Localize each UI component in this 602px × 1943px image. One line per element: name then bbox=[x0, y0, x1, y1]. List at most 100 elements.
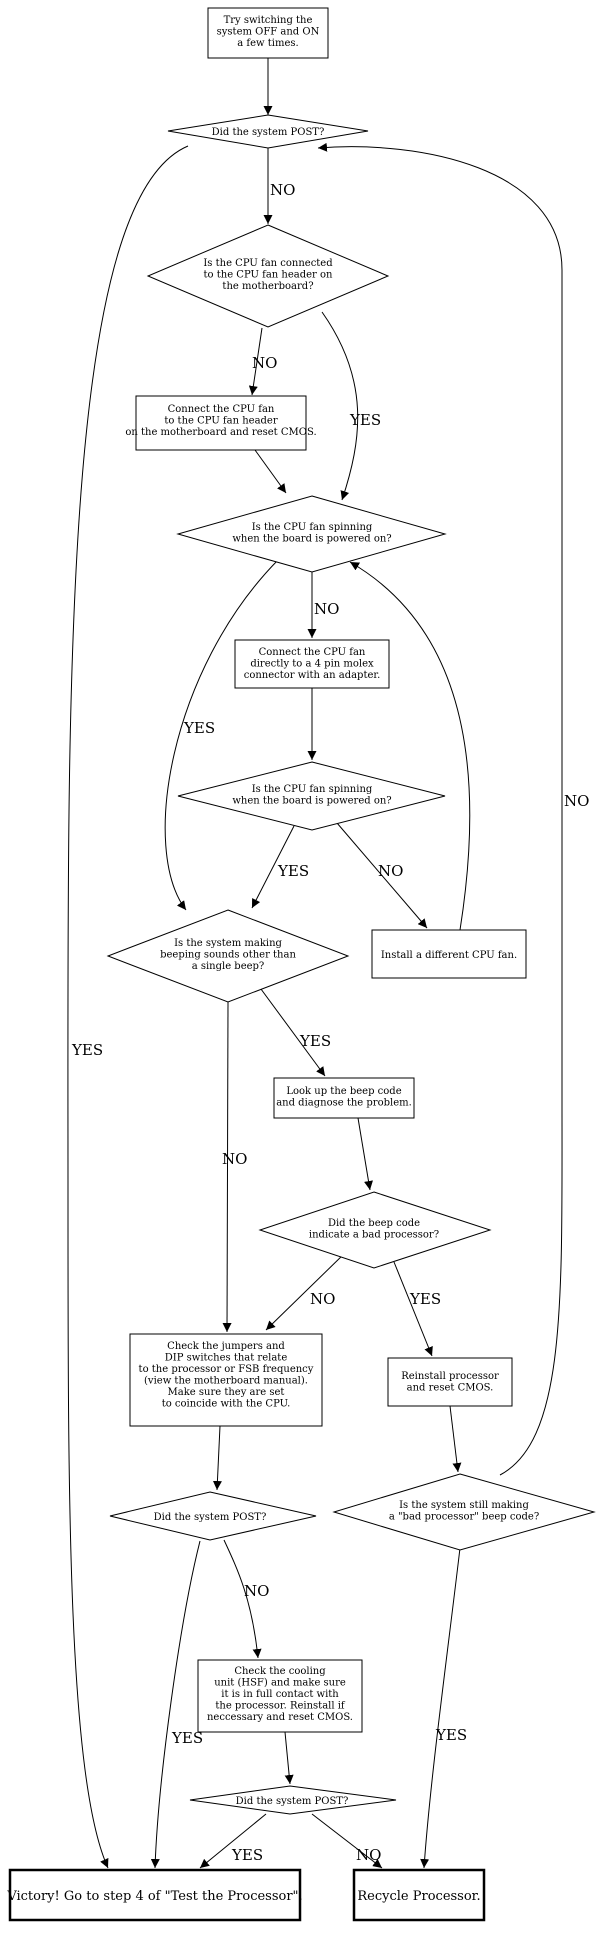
edges bbox=[67, 58, 563, 1869]
label-spin2-no: NO bbox=[378, 862, 403, 880]
node-fan-spinning-1 bbox=[176, 495, 447, 573]
label-post1-yes: YES bbox=[71, 1041, 103, 1059]
node-text-line: the motherboard? bbox=[222, 281, 313, 292]
edge-badproc-yes-to-reinstall bbox=[393, 1261, 433, 1357]
node-text-line: the processor. Reinstall if bbox=[215, 1701, 346, 1712]
label-fanconn-yes: YES bbox=[349, 411, 381, 429]
node-text-line: unit (HSF) and make sure bbox=[214, 1678, 346, 1689]
node-text-line: to the CPU fan header on bbox=[204, 270, 333, 281]
node-text-line: beeping sounds other than bbox=[160, 950, 296, 961]
node-text-line: Victory! Go to step 4 of "Test the Proce… bbox=[6, 1889, 302, 1904]
edge-fanconn-yes-to-spin1 bbox=[321, 311, 359, 501]
label-post2-no: NO bbox=[244, 1582, 269, 1600]
label-badproc-yes: YES bbox=[409, 1290, 441, 1308]
node-check-cooling bbox=[197, 1659, 363, 1733]
node-text-line: Install a different CPU fan. bbox=[381, 950, 517, 961]
label-beeping-no: NO bbox=[222, 1150, 247, 1168]
node-text-line: indicate a bad processor? bbox=[309, 1230, 439, 1241]
label-badproc-no: NO bbox=[310, 1290, 335, 1308]
edge-stillbad-no-to-post1 bbox=[317, 142, 563, 1476]
edge-lookup-to-badproc bbox=[357, 1117, 373, 1191]
edge-reinstall-to-stillbad bbox=[449, 1405, 462, 1473]
node-text-line: Try switching the bbox=[224, 15, 313, 26]
node-cpu-fan-connected bbox=[146, 224, 390, 328]
node-victory bbox=[8, 1868, 302, 1922]
node-text-line: Check the jumpers and bbox=[167, 1341, 285, 1352]
node-text-line: Connect the CPU fan bbox=[168, 404, 275, 415]
edge-badproc-no-to-jumpers bbox=[265, 1251, 347, 1331]
node-text-line: Is the system making bbox=[174, 938, 282, 949]
node-post-1 bbox=[167, 114, 369, 149]
node-text-line: connector with an adapter. bbox=[244, 670, 381, 681]
node-recycle-text: Recycle Processor. bbox=[357, 1889, 480, 1904]
label-beeping-yes: YES bbox=[299, 1032, 331, 1050]
label-stillbad-no: NO bbox=[564, 792, 589, 810]
label-stillbad-yes: YES bbox=[435, 1726, 467, 1744]
node-text-line: Is the system still making bbox=[399, 1500, 529, 1511]
label-post1-no: NO bbox=[270, 181, 295, 199]
node-text-line: to coincide with the CPU. bbox=[162, 1399, 291, 1410]
label-spin2-yes: YES bbox=[277, 862, 309, 880]
node-text-line: and diagnose the problem. bbox=[276, 1098, 412, 1109]
node-text-line: a few times. bbox=[237, 38, 298, 49]
label-fanconn-no: NO bbox=[252, 354, 277, 372]
node-fan-spinning-2 bbox=[177, 761, 446, 831]
label-spin1-no: NO bbox=[314, 600, 339, 618]
node-text-line: neccessary and reset CMOS. bbox=[207, 1712, 353, 1723]
node-reinstall-processor bbox=[387, 1357, 513, 1407]
node-post-2 bbox=[109, 1491, 317, 1541]
label-post3-yes: YES bbox=[231, 1846, 263, 1864]
label-spin1-yes: YES bbox=[183, 719, 215, 737]
node-recycle bbox=[352, 1868, 486, 1922]
edge-spin1-yes-to-beeping bbox=[164, 559, 279, 911]
node-text-line: Is the CPU fan spinning bbox=[252, 522, 373, 533]
node-install-fan-text: Install a different CPU fan. bbox=[381, 950, 517, 961]
node-connect-molex bbox=[234, 639, 390, 689]
node-lookup-beep bbox=[273, 1077, 415, 1119]
edge-beeping-no-to-jumpers bbox=[222, 1001, 232, 1333]
node-post-3-text: Did the system POST? bbox=[236, 1796, 349, 1807]
node-post-1-text: Did the system POST? bbox=[212, 127, 325, 138]
node-text-line: a "bad processor" beep code? bbox=[389, 1512, 539, 1523]
node-text-line: when the board is powered on? bbox=[232, 534, 391, 545]
edge-stillbad-yes-to-recycle bbox=[420, 1547, 461, 1869]
edge-labels: NO YES NO YES NO YES YES NO YES NO NO YE… bbox=[71, 181, 589, 1864]
edge-fanconn-no-to-connect-header bbox=[248, 327, 263, 396]
node-post-3 bbox=[189, 1785, 397, 1815]
edge-post2-no-to-cooling bbox=[223, 1539, 262, 1659]
edge-cooling-to-post3 bbox=[284, 1731, 294, 1785]
edge-post3-yes-to-victory bbox=[199, 1813, 267, 1869]
edge-jumpers-to-post2 bbox=[212, 1425, 222, 1491]
edge-spin2-yes-to-beeping bbox=[251, 825, 295, 909]
edge-post1-yes-to-victory bbox=[67, 145, 189, 1869]
node-post-2-text: Did the system POST? bbox=[154, 1512, 267, 1523]
node-text-line: and reset CMOS. bbox=[407, 1383, 494, 1394]
node-text-line: Make sure they are set bbox=[168, 1387, 285, 1398]
node-text-line: a single beep? bbox=[192, 961, 265, 972]
node-text-line: on the motherboard and reset CMOS. bbox=[125, 427, 316, 438]
edge-install-to-spin1 bbox=[349, 561, 471, 931]
node-bad-processor-beep bbox=[258, 1191, 492, 1269]
node-text-line: Look up the beep code bbox=[286, 1086, 401, 1097]
node-text-line: DIP switches that relate bbox=[165, 1353, 288, 1364]
node-beeping bbox=[106, 909, 350, 1003]
node-text-line: Is the CPU fan spinning bbox=[252, 784, 373, 795]
node-text-line: Did the system POST? bbox=[154, 1512, 267, 1523]
node-text-line: Did the beep code bbox=[328, 1218, 420, 1229]
node-text-line: (view the motherboard manual). bbox=[144, 1376, 308, 1387]
node-text-line: directly to a 4 pin molex bbox=[250, 659, 374, 670]
node-connect-fan-header bbox=[135, 395, 307, 451]
